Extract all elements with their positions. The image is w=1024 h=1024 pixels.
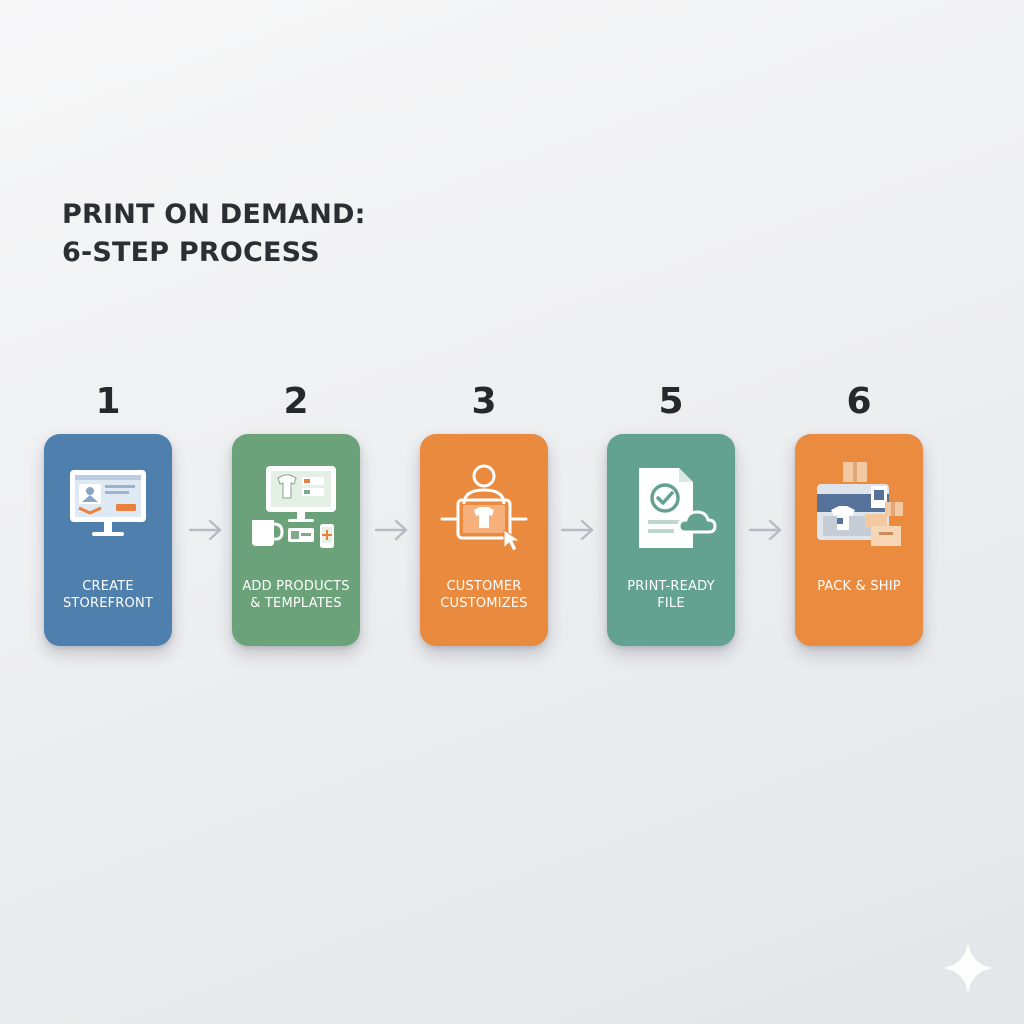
pack-ship-icon — [809, 458, 909, 558]
arrow-right-icon — [558, 516, 598, 544]
step-2-number: 2 — [283, 381, 309, 422]
step-5-label: PRINT-READY FILE — [627, 579, 715, 611]
step-3-number: 3 — [471, 381, 497, 422]
step-1-number: 1 — [95, 381, 121, 422]
arrow-right-icon — [372, 516, 412, 544]
arrow-right-icon — [186, 516, 226, 544]
step-5-card: PRINT-READY FILE — [607, 434, 735, 646]
sparkle-icon — [942, 942, 994, 994]
print-ready-file-icon — [621, 458, 721, 558]
monitor-storefront-icon — [58, 458, 158, 558]
diagram-title: PRINT ON DEMAND: 6-STEP PROCESS — [62, 196, 366, 272]
customer-customizes-icon — [434, 458, 534, 558]
step-1-label: CREATE STOREFRONT — [62, 579, 154, 611]
title-line-2: 6-STEP PROCESS — [62, 237, 320, 268]
step-6-number: 6 — [846, 381, 872, 422]
step-1-card: CREATE STOREFRONT — [44, 434, 172, 646]
step-6-label: PACK & SHIP — [817, 579, 901, 594]
products-templates-icon — [246, 458, 346, 558]
title-line-1: PRINT ON DEMAND: — [62, 199, 366, 230]
step-3-card: CUSTOMER CUSTOMIZES — [420, 434, 548, 646]
step-6-card: PACK & SHIP — [795, 434, 923, 646]
step-2-label: ADD PRODUCTS & TEMPLATES — [242, 579, 350, 611]
step-2-card: ADD PRODUCTS & TEMPLATES — [232, 434, 360, 646]
step-3-label: CUSTOMER CUSTOMIZES — [440, 579, 528, 611]
arrow-right-icon — [746, 516, 786, 544]
step-5-number: 5 — [658, 381, 684, 422]
